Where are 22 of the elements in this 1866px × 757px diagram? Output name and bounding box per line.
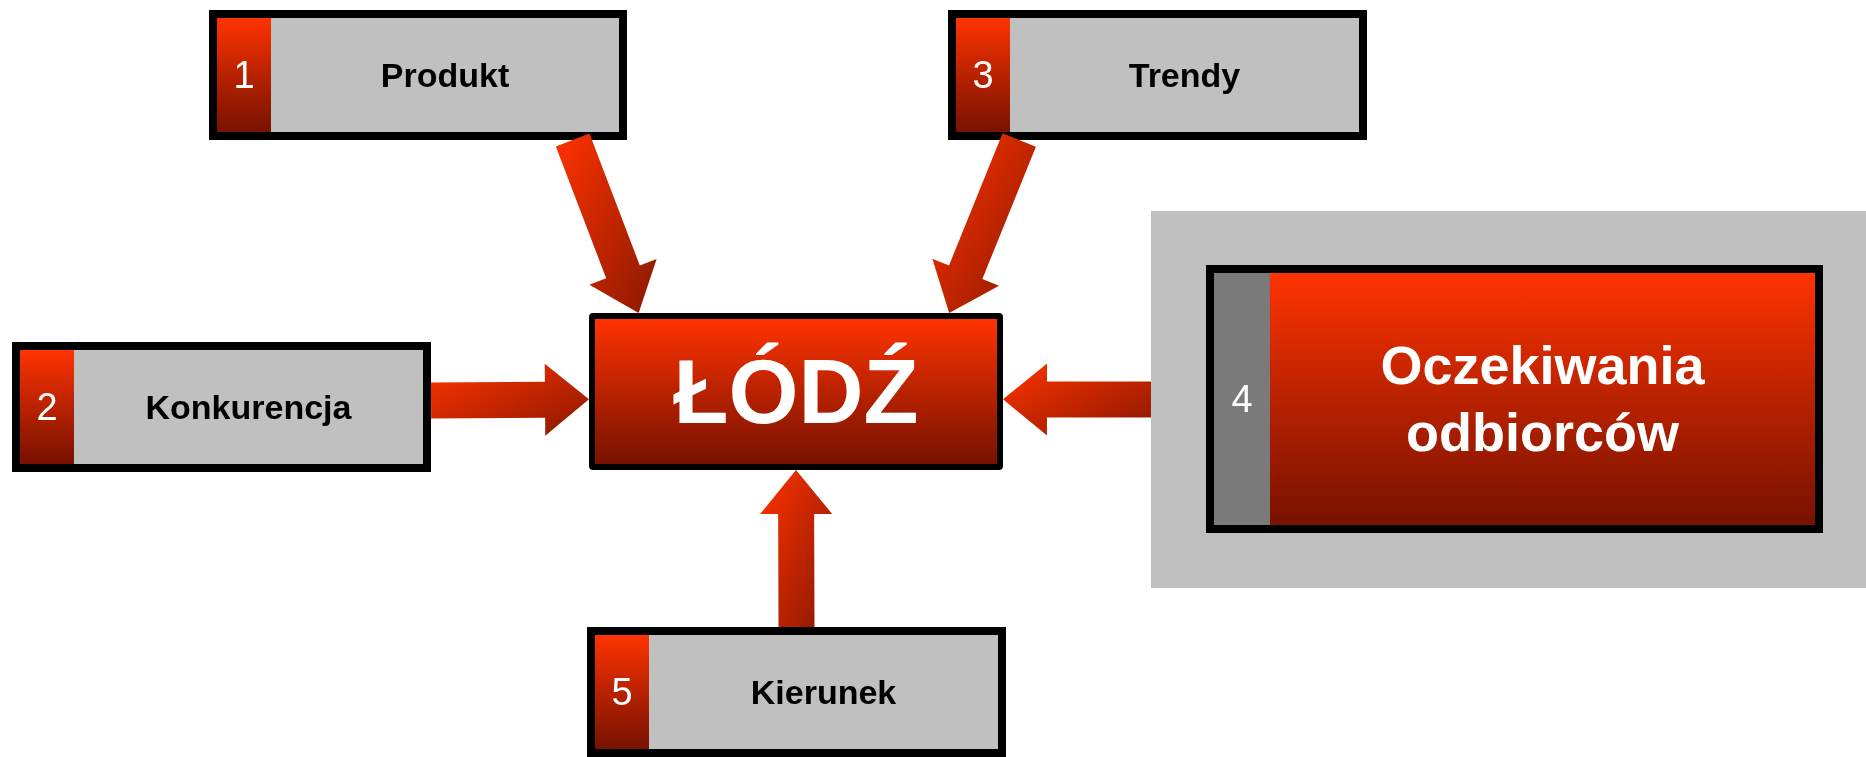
callout-number: 5 (611, 669, 633, 715)
numbered-box (587, 627, 1006, 757)
callout-number: 2 (36, 384, 58, 430)
node-label: Oczekiwania odbiorców (1379, 333, 1706, 464)
callout-number: 1 (233, 52, 255, 98)
callout-number: 3 (972, 52, 994, 98)
arrow (555, 133, 657, 313)
numbered-box (948, 10, 1367, 140)
numbered-box (209, 10, 627, 140)
arrow (430, 363, 589, 436)
arrow (760, 470, 833, 628)
arrow (932, 133, 1036, 313)
panel-background (1151, 211, 1866, 588)
node-label: Konkurencja (145, 386, 352, 428)
node-label: Kierunek (750, 671, 897, 713)
node-label: Produkt (380, 54, 510, 96)
node-label: Trendy (1128, 54, 1241, 96)
main-box (589, 313, 1003, 470)
arrow (1003, 363, 1151, 436)
numbered-box (12, 342, 431, 472)
numbered-box (1206, 265, 1823, 533)
callout-number: 4 (1231, 376, 1253, 422)
